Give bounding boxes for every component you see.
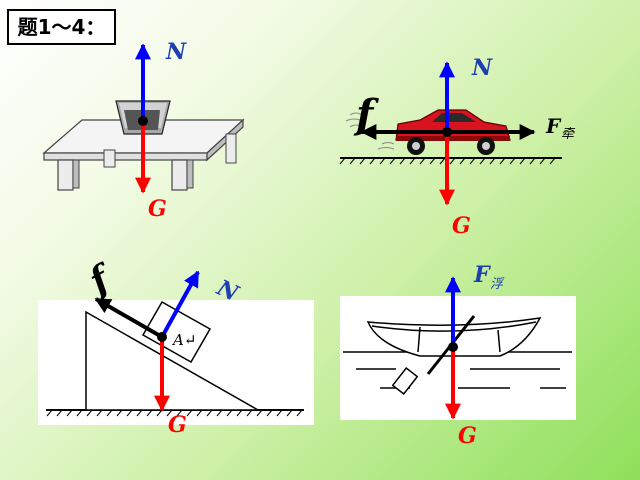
label-f: f — [80, 256, 122, 304]
label-G: G — [168, 412, 187, 438]
block-A — [141, 300, 212, 364]
normal-force-arrow — [160, 270, 200, 338]
panel-incline: A↵ N G f — [38, 256, 314, 438]
label-block-A: A↵ — [171, 331, 196, 349]
label-G: G — [458, 423, 477, 449]
label-G: G — [148, 196, 167, 222]
friction-arrow — [94, 297, 163, 339]
center-point — [157, 332, 167, 342]
label-F-subscript: 浮 — [490, 277, 505, 292]
problem-title: 题1～4： — [7, 9, 116, 45]
panel-table: N G — [42, 39, 245, 222]
label-N: N — [165, 39, 187, 65]
ground-hatched — [339, 157, 562, 165]
label-G: G — [452, 213, 471, 239]
center-point — [442, 127, 452, 137]
incline-wedge — [85, 310, 261, 411]
panel-car: N G f F 牵 — [339, 55, 576, 239]
label-N: N — [471, 55, 493, 81]
panel-boat: F 浮 G — [340, 262, 576, 449]
center-point — [448, 342, 458, 352]
table — [42, 118, 245, 191]
label-F-subscript: 牵 — [561, 127, 576, 142]
boat-panel-background — [340, 296, 576, 420]
center-point — [138, 116, 148, 126]
label-F: F — [473, 262, 491, 288]
label-F: F — [545, 114, 562, 138]
